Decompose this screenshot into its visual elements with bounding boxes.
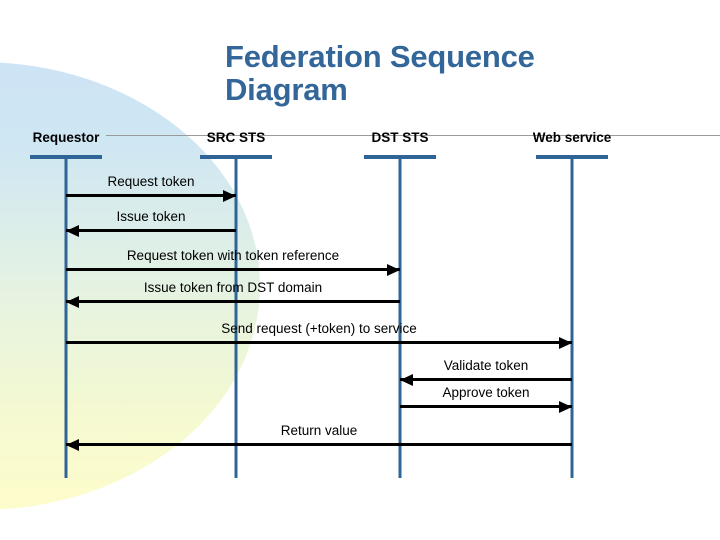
message-label-send-request-to-service: Send request (+token) to service [221, 321, 417, 336]
message-label-request-token: Request token [107, 174, 195, 189]
message-arrowhead-send-request-to-service [559, 336, 572, 349]
message-label-issue-token: Issue token [116, 209, 186, 224]
message-label-request-token-with-ref: Request token with token reference [126, 248, 340, 263]
message-label-return-value: Return value [280, 423, 358, 438]
message-arrowhead-request-token-with-ref [387, 263, 400, 276]
message-label-approve-token: Approve token [442, 385, 530, 400]
lifeline-label-dst-sts: DST STS [371, 130, 429, 145]
message-arrowhead-return-value [66, 438, 79, 451]
message-line-issue-token [66, 229, 236, 232]
message-label-validate-token: Validate token [443, 358, 529, 373]
message-arrowhead-request-token [223, 189, 236, 202]
page-title-line-2: Diagram [225, 71, 348, 107]
message-arrowhead-validate-token [400, 373, 413, 386]
message-line-issue-token-dst-domain [66, 300, 400, 303]
lifeline-label-src-sts: SRC STS [206, 130, 266, 145]
lifeline-head-dst-sts [364, 155, 436, 159]
lifeline-label-web-service: Web service [532, 130, 612, 145]
message-arrowhead-issue-token-dst-domain [66, 295, 79, 308]
lifeline-stem-requestor [64, 159, 68, 478]
lifeline-stem-dst-sts [398, 159, 402, 478]
message-line-request-token [66, 194, 236, 197]
lifeline-head-requestor [30, 155, 102, 159]
page-title: Federation Sequence Diagram [225, 39, 645, 107]
message-line-request-token-with-ref [66, 268, 400, 271]
lifeline-stem-src-sts [234, 159, 238, 478]
message-line-approve-token [400, 405, 572, 408]
lifeline-head-web-service [536, 155, 608, 159]
message-label-issue-token-dst-domain: Issue token from DST domain [143, 280, 323, 295]
message-arrowhead-issue-token [66, 224, 79, 237]
message-arrowhead-approve-token [559, 400, 572, 413]
page-title-line-1: Federation Sequence [225, 39, 535, 74]
message-line-return-value [66, 443, 572, 446]
lifeline-head-src-sts [200, 155, 272, 159]
header-divider [106, 135, 720, 136]
message-line-send-request-to-service [66, 341, 572, 344]
lifeline-label-requestor: Requestor [32, 130, 100, 145]
message-line-validate-token [400, 378, 572, 381]
lifeline-stem-web-service [570, 159, 574, 478]
